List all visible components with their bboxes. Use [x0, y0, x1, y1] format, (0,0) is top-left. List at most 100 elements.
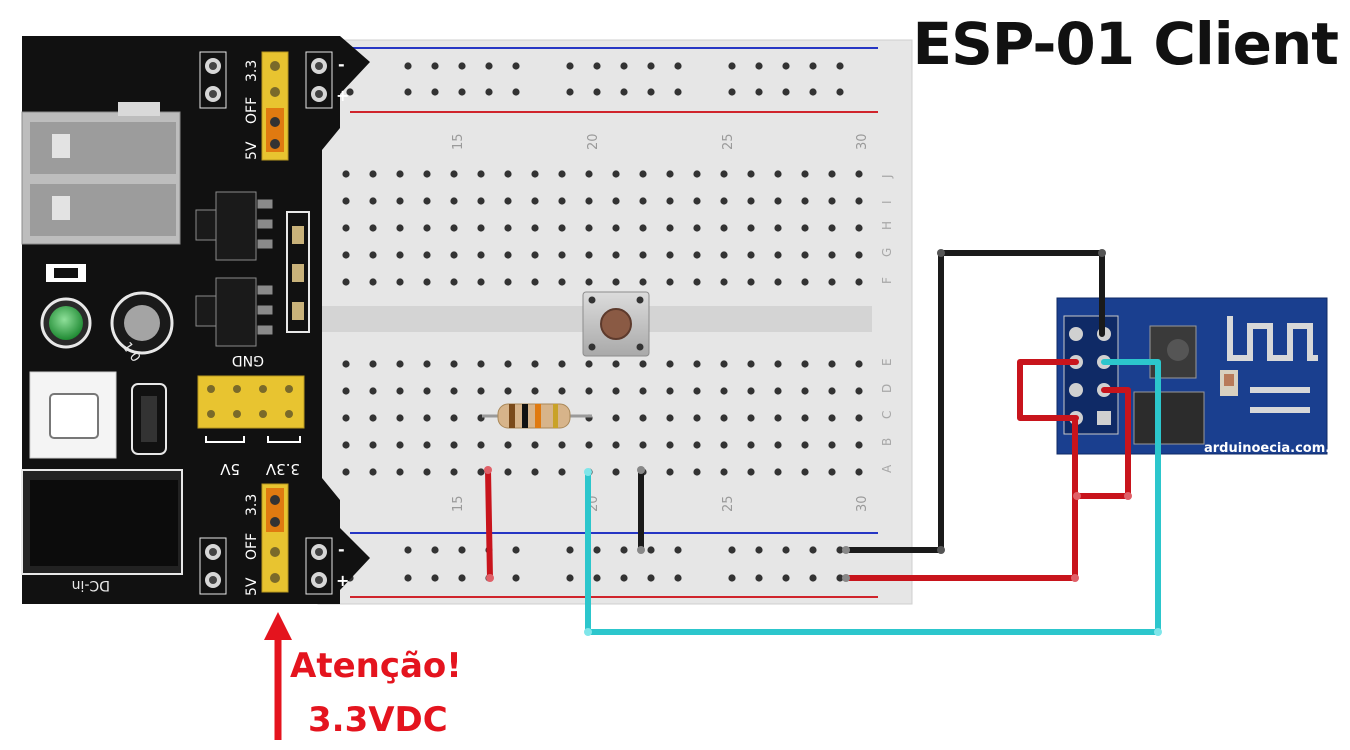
wire-chpd-red	[1017, 359, 1079, 421]
breadboard-hole	[747, 278, 755, 286]
breadboard-hole	[458, 62, 466, 70]
voltage-jumper-top[interactable]	[261, 51, 289, 161]
breadboard-hole	[620, 574, 628, 582]
breadboard-hole	[720, 414, 728, 422]
breadboard-hole	[720, 197, 728, 205]
breadboard-hole	[396, 360, 404, 368]
breadboard-hole	[620, 62, 628, 70]
row-letter-c: C	[880, 411, 894, 419]
breadboard-hole	[593, 88, 601, 96]
breadboard-hole	[423, 387, 431, 395]
breadboard-hole	[531, 387, 539, 395]
breadboard-hole	[782, 574, 790, 582]
breadboard-hole	[404, 574, 412, 582]
breadboard-hole	[612, 197, 620, 205]
breadboard-hole	[774, 414, 782, 422]
breadboard-hole	[566, 574, 574, 582]
breadboard-hole	[477, 441, 485, 449]
breadboard-hole	[836, 88, 844, 96]
top-jumper-off-label: OFF	[244, 97, 260, 124]
breadboard-hole	[404, 62, 412, 70]
breadboard-hole	[836, 574, 844, 582]
breadboard-hole	[693, 251, 701, 259]
warning-arrow	[264, 612, 292, 740]
top-rail-plus-label: +	[336, 86, 349, 105]
row-letter-b: B	[880, 438, 894, 446]
breadboard-hole	[666, 197, 674, 205]
breadboard-hole	[531, 224, 539, 232]
breadboard-hole	[666, 468, 674, 476]
breadboard-hole	[774, 468, 782, 476]
breadboard-hole	[855, 251, 863, 259]
breadboard-holes	[342, 62, 863, 582]
breadboard-hole	[450, 414, 458, 422]
breadboard-hole	[423, 278, 431, 286]
warning-line-1: Atenção!	[290, 646, 462, 686]
breadboard-hole	[782, 546, 790, 554]
breadboard-hole	[593, 62, 601, 70]
output-5v-label: 5V	[219, 460, 240, 478]
breadboard-hole	[342, 251, 350, 259]
breadboard-hole	[728, 88, 736, 96]
breadboard-hole	[512, 62, 520, 70]
breadboard-hole	[585, 251, 593, 259]
breadboard-hole	[639, 251, 647, 259]
breadboard-hole	[809, 62, 817, 70]
breadboard-hole	[396, 441, 404, 449]
breadboard-hole	[369, 170, 377, 178]
breadboard-hole	[855, 441, 863, 449]
breadboard-hole	[801, 251, 809, 259]
push-button-cap	[600, 308, 632, 340]
breadboard-hole	[612, 468, 620, 476]
breadboard-hole	[647, 546, 655, 554]
breadboard-hole	[485, 88, 493, 96]
breadboard-hole	[458, 574, 466, 582]
breadboard-hole	[477, 468, 485, 476]
pcb-antenna	[1227, 316, 1318, 413]
breadboard-hole	[558, 251, 566, 259]
breadboard-hole	[369, 414, 377, 422]
breadboard-hole	[342, 441, 350, 449]
breadboard-hole	[647, 88, 655, 96]
breadboard-hole	[720, 251, 728, 259]
watermark: arduinoecia.com.br	[1204, 441, 1347, 456]
breadboard-hole	[450, 441, 458, 449]
breadboard-hole	[369, 468, 377, 476]
breadboard-hole	[504, 278, 512, 286]
breadboard-hole	[585, 197, 593, 205]
voltage-jumper-bottom[interactable]	[261, 483, 289, 593]
wire-rst-red	[1074, 387, 1131, 499]
breadboard-hole	[396, 387, 404, 395]
breadboard-hole	[612, 414, 620, 422]
breadboard-hole	[558, 170, 566, 178]
breadboard-hole	[774, 441, 782, 449]
breadboard-hole	[666, 278, 674, 286]
warning-line-2: 3.3VDC	[308, 700, 448, 740]
breadboard-hole	[558, 197, 566, 205]
breadboard-hole	[720, 387, 728, 395]
breadboard-hole	[855, 170, 863, 178]
breadboard-hole	[531, 360, 539, 368]
breadboard-hole	[693, 197, 701, 205]
breadboard-hole	[639, 197, 647, 205]
breadboard-hole	[801, 224, 809, 232]
breadboard-hole	[747, 170, 755, 178]
breadboard-hole	[720, 468, 728, 476]
breadboard-hole	[612, 278, 620, 286]
breadboard-hole	[531, 441, 539, 449]
breadboard-hole	[620, 88, 628, 96]
breadboard-hole	[828, 468, 836, 476]
breadboard-hole	[612, 251, 620, 259]
breadboard-hole	[558, 224, 566, 232]
breadboard-hole	[585, 441, 593, 449]
bottom-rail-plus-label: +	[336, 571, 349, 590]
breadboard-hole	[431, 88, 439, 96]
breadboard-hole	[531, 278, 539, 286]
breadboard-hole	[801, 360, 809, 368]
breadboard-hole	[747, 197, 755, 205]
breadboard-hole	[639, 441, 647, 449]
resistor	[482, 403, 592, 429]
breadboard-hole	[639, 387, 647, 395]
breadboard-hole	[566, 88, 574, 96]
